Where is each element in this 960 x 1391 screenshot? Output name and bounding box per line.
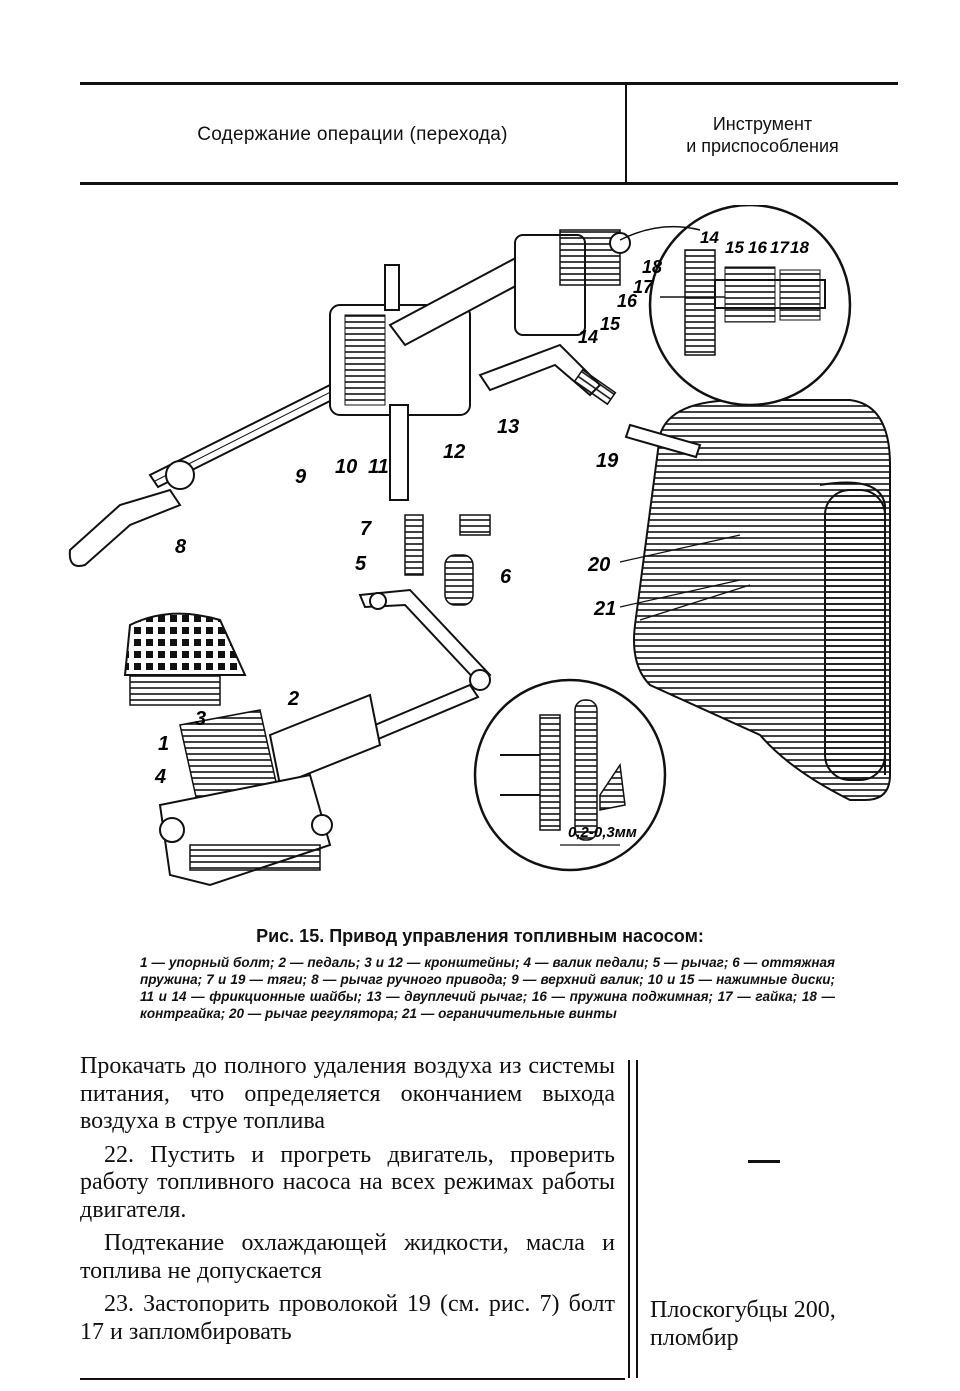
inset-label-15: 15 [725,238,744,257]
body-left-divider [636,1060,638,1378]
label-16: 16 [617,291,638,311]
pedal-assembly-drawing [123,612,382,887]
leader-20 [619,534,741,563]
label-10: 10 [335,456,357,478]
label-13: 13 [497,416,519,438]
paragraph-step-22: 22. Пустить и прогреть двигатель, провер… [80,1141,615,1223]
inset-label-14: 14 [700,228,719,247]
label-21: 21 [593,598,616,620]
label-12: 12 [443,441,465,463]
label-19: 19 [596,450,619,472]
label-20: 20 [587,554,610,576]
label-8: 8 [175,536,187,558]
bottom-rule [80,1378,625,1380]
label-15: 15 [600,314,621,334]
upper-shaft-assembly-drawing [68,229,631,567]
label-6: 6 [500,566,512,588]
label-3: 3 [195,708,206,730]
paragraph-step-23: 23. Застопорить проволокой 19 (см. рис. … [80,1291,615,1345]
body-column-divider [628,1060,630,1378]
inset-label-17: 17 [770,238,790,257]
tools-step-23: Плоскогубцы 200, пломбир [650,1296,900,1352]
operation-content: Прокачать до полного удаления воздуха из… [80,1053,615,1346]
tools-pliers: Плоскогубцы 200, [650,1297,836,1323]
figure-caption-title: Рис. 15. Привод управления топливным нас… [256,926,704,946]
label-11: 11 [368,456,389,478]
column-header-tools-line1: Инструмент [712,114,813,134]
tools-sealer: пломбир [650,1325,739,1351]
label-1: 1 [158,733,169,755]
friction-clutch-inset-drawing [619,205,852,407]
fuel-pump-linkage-figure: 1 2 3 4 5 6 7 8 9 10 11 12 13 14 15 16 1… [68,205,891,887]
tools-none-dash [748,1160,780,1163]
label-5: 5 [355,553,367,575]
column-header-tools-line2: и приспособления [686,136,839,156]
label-2: 2 [287,688,299,710]
top-rule [80,82,898,85]
figure-caption-legend: 1 — упорный болт; 2 — педаль; 3 и 12 — к… [140,955,835,1021]
middle-lever-assembly-drawing [358,514,492,691]
label-4: 4 [154,766,166,788]
label-9: 9 [295,466,307,488]
label-14: 14 [578,327,598,347]
header-column-divider [625,85,627,182]
paragraph-no-leaks: Подтекание охлаждающей жидкости, масла и… [80,1230,615,1284]
inset-label-18: 18 [790,238,809,257]
header-bottom-rule [80,182,898,185]
rod-19-drawing [624,423,702,459]
gap-dimension-label: 0,2-0,3мм [568,824,637,841]
inset-label-16: 16 [748,238,767,257]
leader-21 [619,579,741,608]
label-17: 17 [633,277,654,297]
column-header-operation: Содержание операции (перехода) [197,124,508,145]
label-7: 7 [360,518,372,540]
paragraph-bleed-air: Прокачать до полного удаления воздуха из… [80,1053,615,1134]
label-18: 18 [642,257,662,277]
engine-block-drawing [633,399,891,801]
column-header-tools: Инструмент и приспособления [630,100,895,170]
adjusting-screws-inset-drawing [473,584,751,872]
